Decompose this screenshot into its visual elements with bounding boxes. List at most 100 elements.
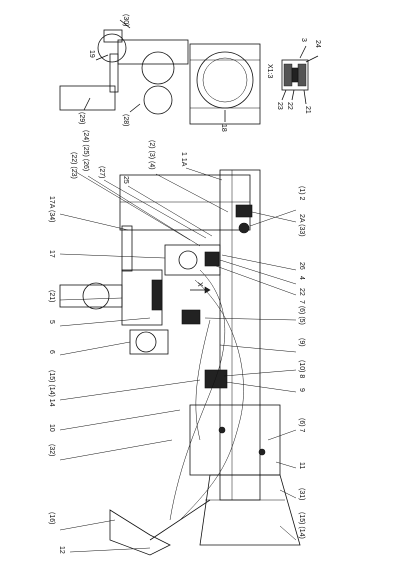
hose-a [169,269,226,521]
leader-10 [59,409,181,431]
callout-29: (29) [78,112,85,124]
cap-top [103,29,123,43]
callout-30: (30) [122,14,129,26]
leader-24 [305,55,319,63]
block-9 [204,369,228,389]
detail-title: X1:3 [266,64,273,79]
callout-31: (31) [298,488,305,500]
callout-23: 23 [276,102,283,110]
callout-2-3-4: (2) (3) (4) [148,140,155,170]
leader-26 [221,254,297,271]
leader-10-8 [223,369,297,377]
leader-22 [291,89,295,101]
callout-22: 22 [286,102,293,110]
control-box-11 [189,404,281,476]
callout-6-7: (6) 7 [298,418,305,433]
detail-seal-22 [297,63,307,87]
leader-4 [219,259,297,285]
fitting-2 [238,222,250,234]
leader-23 [281,89,287,101]
upper-housing [117,39,189,65]
rod-part-19 [109,53,119,93]
detail-body [281,59,309,91]
view-mark-arrow [204,286,211,294]
motor-circle [196,51,254,109]
callout-16: (16) [48,512,55,524]
lower-housing [199,474,301,546]
callout-4: 4 [298,276,305,280]
detail-x [281,45,319,105]
callout-24: 24 [314,40,321,48]
hose-b [179,279,244,521]
motor-end [151,279,163,311]
leader-9 [225,381,297,393]
callout-21: 21 [304,106,311,114]
callout-1-1A: 1 1A [180,152,187,167]
leader-6-7 [267,429,297,441]
arm-16 [109,509,171,556]
leader-16 [59,519,116,531]
callout-25: 25 [122,176,129,184]
leader-30 [119,19,131,29]
callout-28: (28) [122,114,129,126]
callout-10-8: (10) 8 [298,360,305,378]
detail-pin-21 [291,67,299,83]
leaders [59,167,297,553]
leader-7-6-5 [204,317,297,321]
impeller-part-28 [141,51,175,85]
leader-19 [95,54,109,61]
callout-1-2: (1) 2 [298,186,305,201]
leader-29 [83,97,91,111]
valve-2A [235,204,253,218]
motor-frame-18 [189,43,261,125]
callout-15-14-right: (15) (14) [298,512,305,539]
main-side-view [59,169,301,556]
leader-31 [279,489,297,499]
leader-22-23 [75,171,191,241]
shaft-tube-29 [59,85,116,111]
filter-ring [135,331,157,353]
hose-c [195,319,211,441]
exhaust-muffler [82,282,110,310]
leader-15-14 [279,525,297,541]
manifold-7 [181,309,201,325]
callout-9: 9 [298,388,305,392]
callout-2A-33: 2A (33) [298,214,305,237]
callout-17: 17 [48,250,55,258]
callout-5: 5 [48,320,55,324]
leader-1-2 [249,209,297,227]
pump-head-22 [204,251,220,267]
callout-26: 26 [298,262,305,270]
leader-2A [251,211,297,223]
leader-25 [127,185,213,237]
callout-labels: (30) 19 (29) (28) 18 X1:3 3 24 23 22 21 … [48,14,321,554]
callout-9b: (9) [298,338,305,347]
detail-seal-23 [283,63,293,87]
callout-11: 11 [298,462,305,469]
box-knob-1 [218,426,226,434]
box-knob-2 [258,448,266,456]
callout-10: 10 [48,424,55,432]
leader-21 [59,297,123,301]
leader-1-1A [185,167,223,181]
callout-15-14-14: (15) (14) 14 [48,370,55,407]
motor-inner [202,57,248,103]
leader-3 [299,45,307,59]
callout-32: (32) [48,444,55,456]
callout-6: 6 [48,350,55,354]
callout-24-25-26: (24) (25) (26) [82,130,89,171]
callout-22-23: (22) (23) [70,152,77,179]
callout-7-6-5: 7 (6) (5) [298,300,305,325]
callout-12: 12 [58,546,65,554]
pump-wheel [178,250,198,270]
leader-14 [59,379,201,401]
leader-27 [103,179,207,239]
leader-17 [59,253,166,259]
callout-3: 3 [300,38,307,42]
end-view [59,19,261,125]
view-marker-x: X [196,282,203,287]
cap-part-30 [97,33,127,63]
callout-18: 18 [220,124,227,132]
